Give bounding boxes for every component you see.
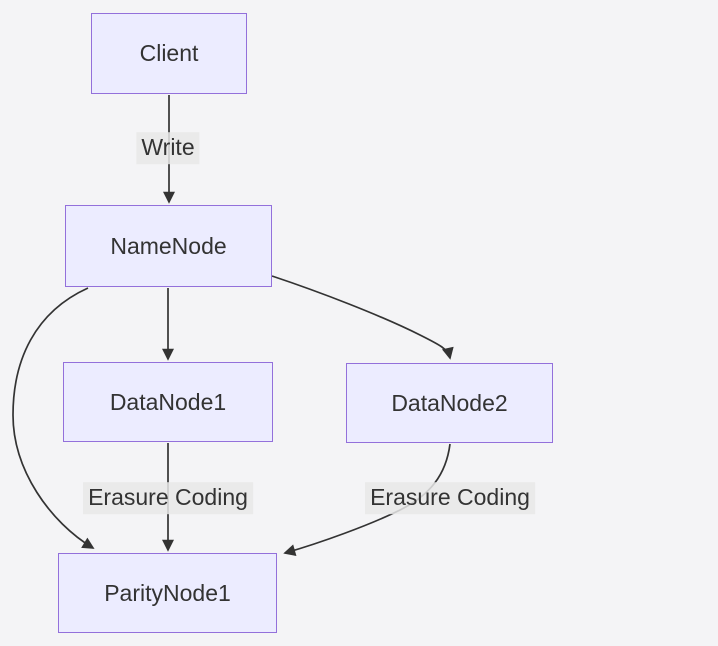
edge-label-write-text: Write bbox=[141, 134, 195, 161]
node-namenode-label: NameNode bbox=[110, 232, 227, 259]
node-namenode: NameNode bbox=[65, 205, 272, 287]
edge-namenode-datanode2 bbox=[271, 275, 454, 360]
node-datanode1: DataNode1 bbox=[63, 362, 273, 442]
node-client: Client bbox=[91, 13, 247, 94]
node-client-label: Client bbox=[139, 40, 199, 66]
node-datanode2-label: DataNode2 bbox=[391, 389, 508, 416]
edge-label-erasure-coding-1: Erasure Coding bbox=[83, 482, 253, 514]
node-paritynode1-label: ParityNode1 bbox=[104, 579, 231, 606]
edge-label-erasure-coding-2-text: Erasure Coding bbox=[370, 484, 530, 511]
edge-label-erasure-coding-2: Erasure Coding bbox=[365, 482, 535, 514]
node-paritynode1: ParityNode1 bbox=[58, 553, 277, 633]
node-datanode1-label: DataNode1 bbox=[109, 388, 227, 415]
edge-label-write: Write bbox=[136, 132, 200, 164]
edge-namenode-paritynode1 bbox=[12, 287, 95, 549]
edge-label-erasure-coding-1-text: Erasure Coding bbox=[88, 484, 248, 511]
node-datanode2: DataNode2 bbox=[346, 363, 553, 443]
